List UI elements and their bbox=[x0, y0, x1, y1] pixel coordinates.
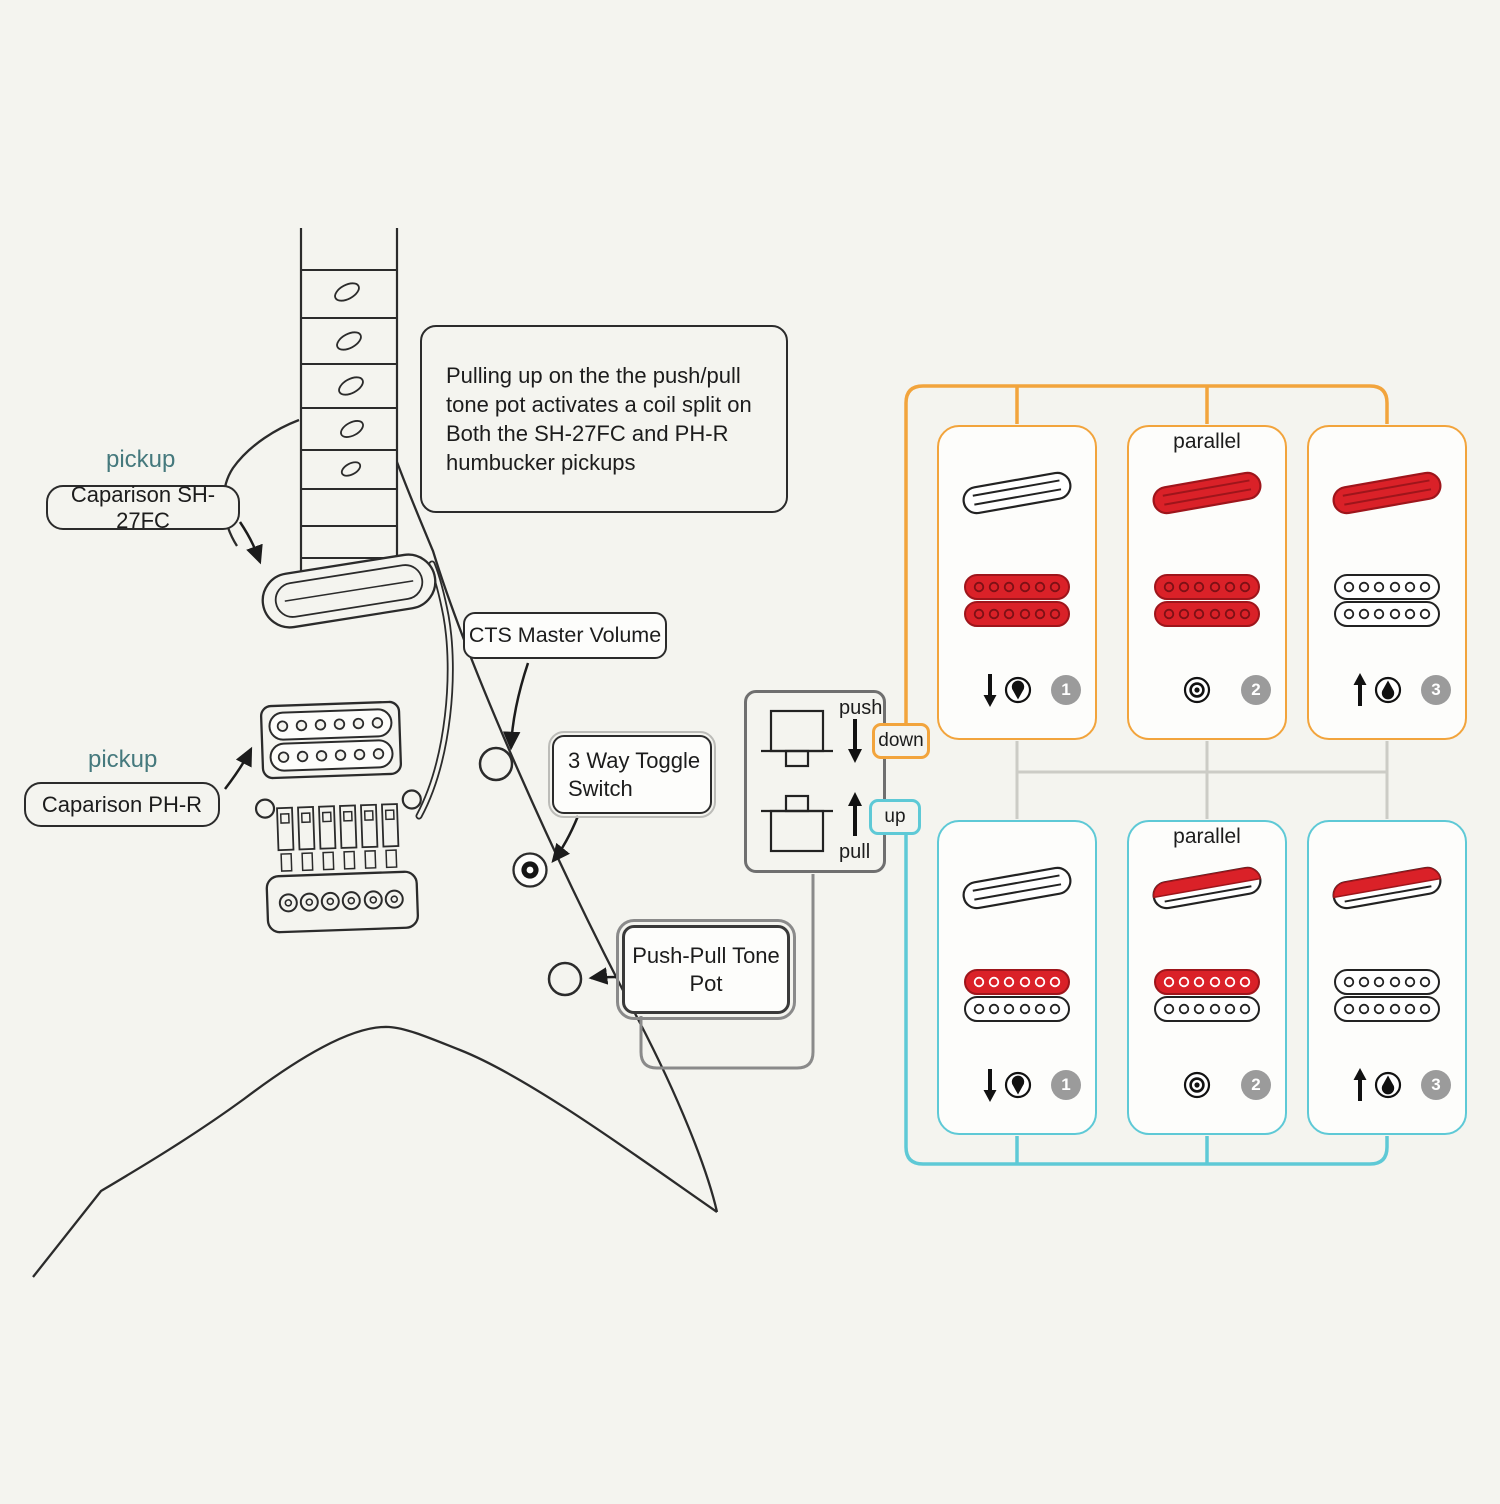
push-label: push bbox=[839, 697, 883, 719]
bridge-humbucker-icon bbox=[959, 573, 1075, 636]
neck-pickup-icon bbox=[953, 856, 1081, 925]
position-number-badge: 1 bbox=[1051, 675, 1081, 705]
position-number-badge: 2 bbox=[1241, 1070, 1271, 1100]
push-pull-pot-drawing bbox=[761, 709, 862, 853]
toggle-switch bbox=[512, 852, 548, 888]
toggle-position-icon bbox=[1119, 671, 1275, 709]
annotation-arrows bbox=[224, 521, 619, 985]
push-pull-switch-diagram: push pull bbox=[744, 690, 886, 873]
bridge-humbucker-icon bbox=[1329, 968, 1445, 1031]
selector-card-up-3: 3 bbox=[1307, 820, 1467, 1135]
position-number-badge: 1 bbox=[1051, 1070, 1081, 1100]
tremolo-arm bbox=[415, 560, 454, 820]
position-number-badge: 3 bbox=[1421, 675, 1451, 705]
floyd-rose-bridge bbox=[254, 789, 422, 934]
guitar-body-outline bbox=[32, 418, 719, 1278]
bridge-humbucker-icon bbox=[959, 968, 1075, 1031]
toggle-position-icon bbox=[1119, 1066, 1275, 1104]
neck-pickup-icon bbox=[953, 461, 1081, 530]
selector-card-up-1: 1 bbox=[937, 820, 1097, 1135]
up-chip: up bbox=[869, 799, 921, 835]
neck-pickup-drawing bbox=[261, 553, 437, 629]
neck-pickup-icon bbox=[1143, 461, 1271, 530]
guitar-neck bbox=[299, 228, 399, 575]
neck-pickup-icon bbox=[1323, 856, 1451, 925]
pushpull-to-tone-connector bbox=[639, 874, 815, 1070]
pickup-label-bridge: pickup bbox=[88, 746, 158, 773]
bridge-pickup-name: Caparison PH-R bbox=[24, 782, 220, 827]
parallel-label: parallel bbox=[1173, 430, 1241, 453]
push-down-arrow bbox=[848, 719, 862, 763]
bridge-humbucker-icon bbox=[1329, 573, 1445, 636]
tone-knob bbox=[547, 961, 583, 997]
toggle-switch-label: 3 Way Toggle Switch bbox=[547, 730, 717, 819]
toggle-position-icon bbox=[1299, 671, 1455, 709]
toggle-position-icon bbox=[929, 671, 1085, 709]
neck-pickup-icon bbox=[1323, 461, 1451, 530]
selector-card-down-1: 1 bbox=[937, 425, 1097, 740]
callout-note: Pulling up on the the push/pull tone pot… bbox=[420, 325, 788, 513]
parallel-label: parallel bbox=[1173, 825, 1241, 848]
master-volume-label: CTS Master Volume bbox=[463, 612, 667, 659]
position-number-badge: 2 bbox=[1241, 675, 1271, 705]
toggle-position-icon bbox=[1299, 1066, 1455, 1104]
orange-down-bracket bbox=[904, 384, 1389, 723]
cyan-up-bracket bbox=[904, 835, 1389, 1166]
group-connector-lines bbox=[1015, 741, 1389, 819]
pull-label: pull bbox=[839, 841, 871, 863]
volume-knob bbox=[478, 746, 514, 782]
neck-pickup-name: Caparison SH-27FC bbox=[46, 482, 240, 533]
fret-lines bbox=[301, 269, 397, 559]
bridge-pickup-drawing bbox=[259, 700, 403, 780]
position-number-badge: 3 bbox=[1421, 1070, 1451, 1100]
selector-card-down-3: 3 bbox=[1307, 425, 1467, 740]
neck-pickup-icon bbox=[1143, 856, 1271, 925]
fretboard-inlays bbox=[334, 282, 364, 477]
bridge-humbucker-icon bbox=[1149, 573, 1265, 636]
tone-pot-label: Push-Pull Tone Pot bbox=[616, 919, 796, 1020]
bridge-humbucker-icon bbox=[1149, 968, 1265, 1031]
selector-card-down-2: parallel 2 bbox=[1127, 425, 1287, 740]
toggle-position-icon bbox=[929, 1066, 1085, 1104]
pull-up-arrow bbox=[848, 792, 862, 836]
selector-card-up-2: parallel 2 bbox=[1127, 820, 1287, 1135]
down-chip: down bbox=[872, 723, 930, 759]
pickup-label-neck: pickup bbox=[106, 446, 176, 473]
